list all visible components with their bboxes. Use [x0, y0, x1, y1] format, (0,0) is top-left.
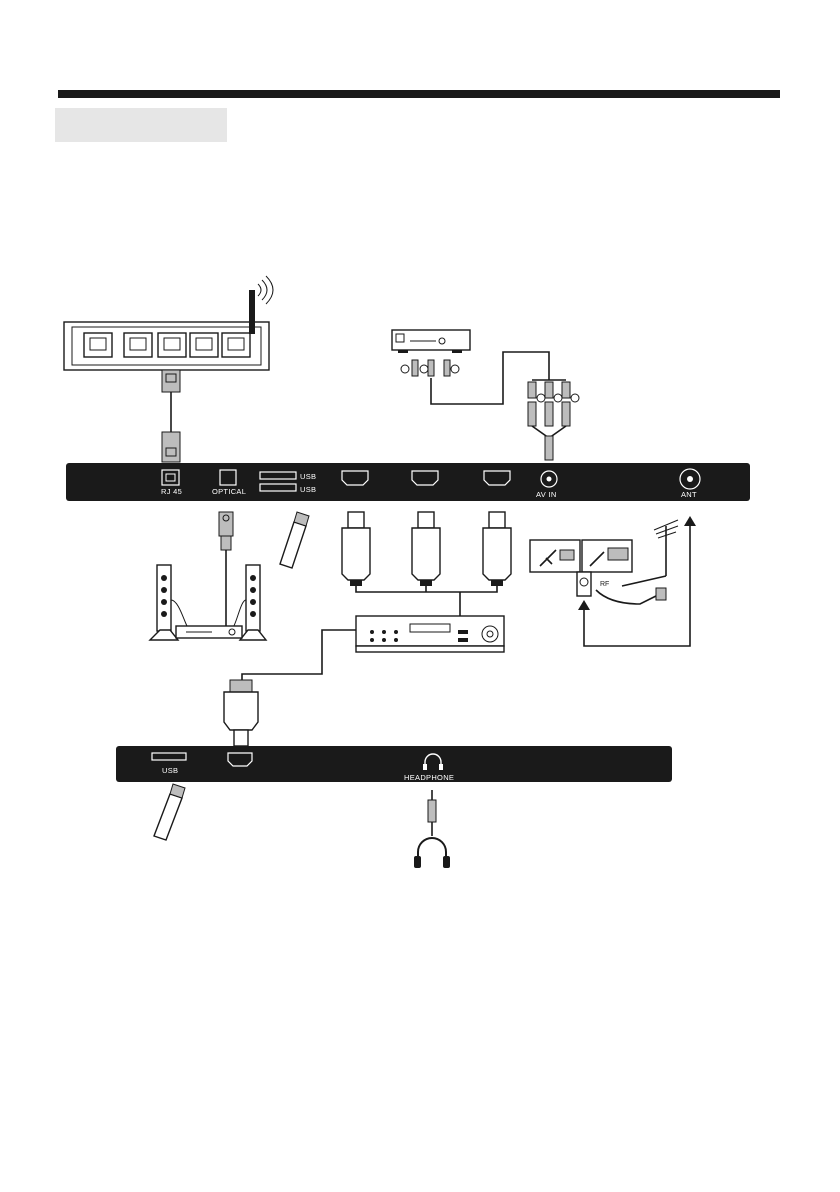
- header-rule: [58, 90, 780, 98]
- router-antenna: [249, 290, 255, 334]
- wall-socket: [656, 588, 666, 600]
- rear-panel-side: USB HEADPHONE: [116, 746, 672, 782]
- hdmi-plug-side: [224, 680, 258, 746]
- speaker-left: [150, 565, 178, 640]
- av-source-player: [392, 330, 470, 353]
- ant-return-line: [578, 516, 696, 646]
- headphone-label: HEADPHONE: [404, 773, 454, 782]
- speaker-right: [240, 565, 266, 640]
- antenna-icon: [654, 520, 678, 576]
- ant-label: ANT: [681, 490, 697, 499]
- ethernet-cable: [162, 370, 180, 462]
- usb-label-2: USB: [300, 485, 316, 494]
- router: [64, 276, 273, 370]
- headphones-icon: [414, 838, 450, 868]
- usb-label-1: USB: [300, 472, 316, 481]
- wifi-icon: [258, 276, 273, 304]
- optical-cable: [219, 512, 233, 626]
- rf-label: RF: [600, 581, 609, 588]
- section-tab: [55, 108, 227, 142]
- av-receiver: [356, 616, 504, 652]
- rca-splitter: [528, 380, 579, 460]
- av-in-label: AV IN: [536, 490, 557, 499]
- rj45-label: RJ 45: [161, 487, 182, 496]
- rf-connector-box: RF: [530, 540, 632, 596]
- optical-label: OPTICAL: [212, 487, 246, 496]
- rca-plugs-source: [401, 360, 459, 376]
- side-usb-label: USB: [162, 766, 178, 775]
- rear-panel-top: RJ 45 OPTICAL USB USB AV IN: [66, 463, 750, 501]
- router-ports: [84, 333, 250, 357]
- hdmi-cables: [342, 512, 511, 616]
- audio-receiver: [176, 626, 242, 638]
- headphone-jack-cable: [428, 790, 436, 836]
- usb-stick-top: [280, 512, 309, 568]
- usb-stick-side: [154, 784, 185, 840]
